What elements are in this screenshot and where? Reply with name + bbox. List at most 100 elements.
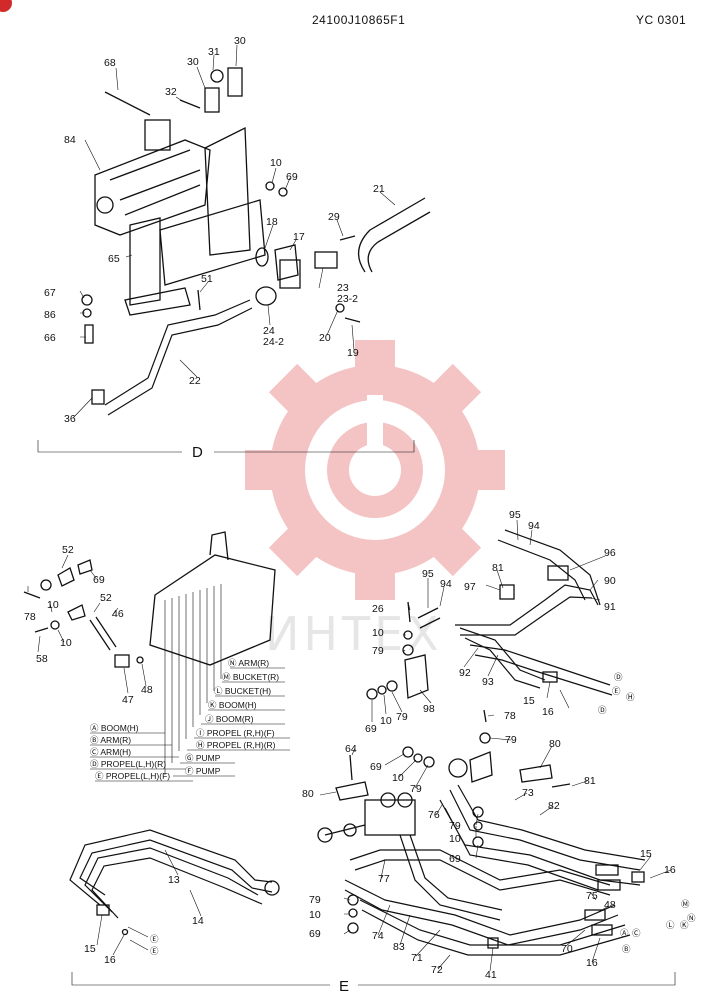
column-foot [124,287,191,316]
label-19: 19 [347,347,359,359]
label-69: 69 [93,574,105,586]
port-leaders [90,667,290,782]
label-20: 20 [319,332,331,344]
label-69: 69 [365,723,377,735]
label-24: 24 [263,325,275,337]
label-29: 29 [328,211,340,223]
fitting-15 [96,904,110,916]
label-78: 78 [24,611,36,623]
o-ring-48 [136,656,144,664]
label-65: 65 [108,253,120,265]
label-71: 71 [411,952,423,964]
port-marker: Ⓑ [622,944,631,954]
clamp-80 [335,781,369,801]
label-69: 69 [309,928,321,940]
clamp-96 [547,565,569,581]
washer-10 [265,181,275,191]
label-10: 10 [47,599,59,611]
manifold-block [364,799,416,836]
label-96: 96 [604,547,616,559]
label-79: 79 [410,783,422,795]
nut-69d [347,922,359,934]
port-marker: Ⓐ [620,928,629,938]
port-marker: Ⓔ [612,686,621,696]
bracket-98 [404,654,429,699]
washer-10b [50,620,60,630]
label-69: 69 [370,761,382,773]
page-code: YC 0301 [636,13,687,27]
label-68: 68 [104,57,116,69]
clamp-80b [519,764,553,783]
label-10: 10 [270,157,282,169]
pilot-valve [94,139,211,236]
label-73: 73 [522,787,534,799]
section-e-title: E [339,978,349,995]
fitting [584,909,606,921]
label-16: 16 [104,954,116,966]
label-16: 16 [586,957,598,969]
clamp-52b [67,604,86,621]
port-label: Ⓚ BOOM(H) [208,700,257,710]
label-78: 78 [504,710,516,722]
port-marker: Ⓝ [687,913,696,923]
bolt-64 [349,754,353,781]
label-80: 80 [302,788,314,800]
nut-69c [472,836,484,848]
label-52: 52 [62,544,74,556]
pipe-82 [439,799,641,891]
section-d-title: D [192,444,203,461]
label-15: 15 [640,848,652,860]
label-74: 74 [372,930,384,942]
label-91: 91 [604,601,616,613]
pipe-22 [104,299,253,416]
valve-top [144,119,171,151]
port-marker: Ⓓ [614,672,623,682]
washer-10 [40,579,52,591]
label-82: 82 [548,800,560,812]
washer-20 [335,303,345,313]
washer-79c [479,732,491,744]
label-52: 52 [100,592,112,604]
port-tubes [164,584,222,775]
label-48: 48 [604,899,616,911]
support-column [129,217,161,306]
label-79: 79 [372,645,384,657]
port-label: Ⓛ BUCKET(H) [214,686,271,696]
label-10: 10 [392,772,404,784]
leader-lines [319,519,672,972]
label-36: 36 [64,413,76,425]
port-label: Ⓜ BUCKET(R) [222,672,279,682]
adapter-23 [314,251,338,269]
bolt-26 [407,601,411,623]
watermark-gear-icon [245,340,505,600]
nut-69 [77,559,93,575]
label-79: 79 [309,894,321,906]
port-label: Ⓙ BOOM(R) [205,714,254,724]
mounting-bracket [204,126,251,256]
label-98: 98 [423,703,435,715]
pipe-71 [344,879,619,946]
corner-mark [0,0,12,12]
bolt-78 [483,709,487,723]
label-58: 58 [36,653,48,665]
port-label: Ⓝ ARM(R) [228,658,269,668]
label-10: 10 [372,627,384,639]
washer-67 [81,294,93,306]
washer-79 [402,644,414,656]
label-70: 70 [561,943,573,955]
label-84: 84 [64,134,76,146]
label-16: 16 [542,706,554,718]
section-e-right-drawing: 95 94 96 81 97 90 91 95 94 26 10 79 92 9… [71,509,696,995]
label-81: 81 [584,775,596,787]
washer-10c [413,753,423,763]
watermark-text: ИНТЕХ [265,607,443,661]
label-79: 79 [396,711,408,723]
valve-spool [209,531,229,561]
washer-79e [472,806,484,818]
label-94: 94 [528,520,540,532]
washer-79b [386,680,398,692]
port-marker: Ⓗ [626,692,635,702]
label-80: 80 [549,738,561,750]
label-64: 64 [345,743,357,755]
